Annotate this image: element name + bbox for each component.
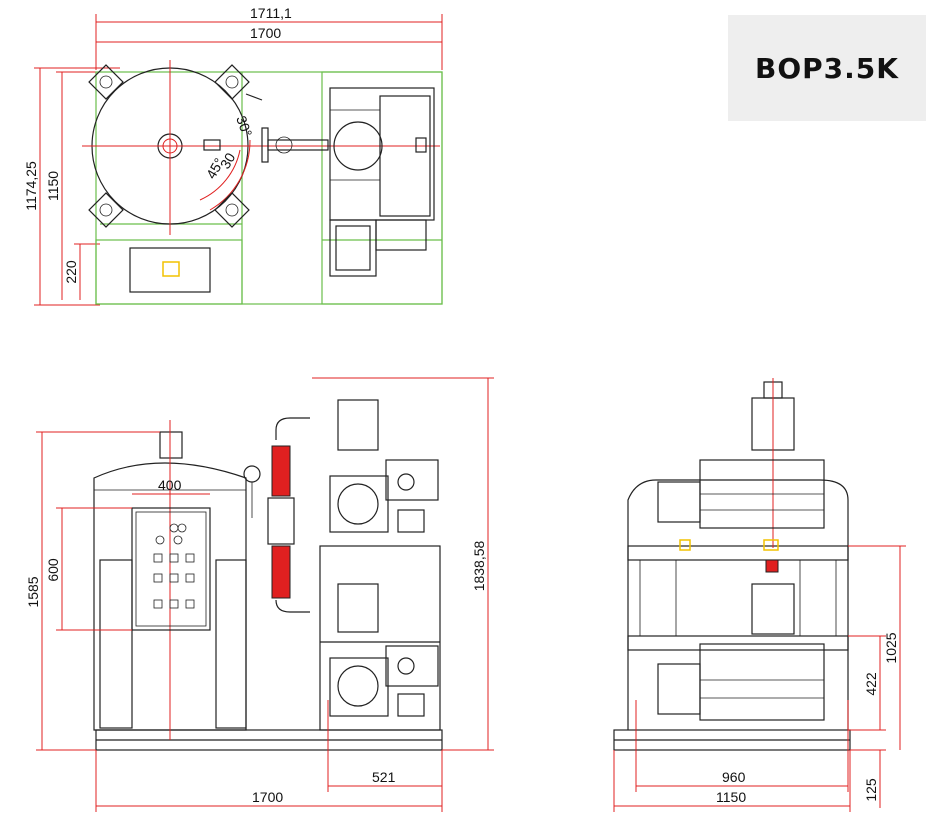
tank-legs bbox=[88, 64, 250, 228]
model-label: BOP3.5K bbox=[755, 51, 899, 85]
dim-top-overall-depth: 1174,25 bbox=[23, 161, 39, 211]
dim-front-panel-width: 400 bbox=[158, 477, 182, 493]
side-view: 1025 422 125 960 1150 bbox=[613, 378, 906, 812]
dim-side-inner-width: 960 bbox=[722, 769, 746, 785]
dim-front-panel-height: 600 bbox=[45, 558, 61, 582]
dim-top-panel-depth: 220 bbox=[63, 260, 79, 284]
dim-front-base-width: 1700 bbox=[252, 789, 283, 805]
dim-side-lower-height: 422 bbox=[863, 672, 879, 696]
dim-front-tank-height: 1585 bbox=[25, 576, 41, 607]
angle-label-a: 30° bbox=[233, 114, 255, 139]
dim-top-frame-depth: 1150 bbox=[45, 171, 61, 201]
panel-buttons bbox=[153, 523, 195, 609]
pump-upper bbox=[329, 399, 439, 533]
dim-side-upper-height: 1025 bbox=[883, 632, 899, 663]
front-view: 400 600 1585 bbox=[25, 377, 494, 812]
dim-top-overall-width: 1711,1 bbox=[250, 5, 292, 21]
model-label-box: BOP3.5K bbox=[728, 15, 926, 121]
dim-side-base-width: 1150 bbox=[716, 789, 746, 805]
dim-front-overall-height: 1838,58 bbox=[471, 540, 487, 591]
top-view: 1711,1 1700 1174,25 1150 220 bbox=[23, 5, 443, 306]
pump-lower bbox=[329, 583, 439, 717]
dim-side-base-height: 125 bbox=[863, 778, 879, 802]
dim-top-frame-width: 1700 bbox=[250, 25, 281, 41]
angle-label-c: 30 bbox=[217, 150, 239, 172]
dim-front-pump-width: 521 bbox=[372, 769, 396, 785]
